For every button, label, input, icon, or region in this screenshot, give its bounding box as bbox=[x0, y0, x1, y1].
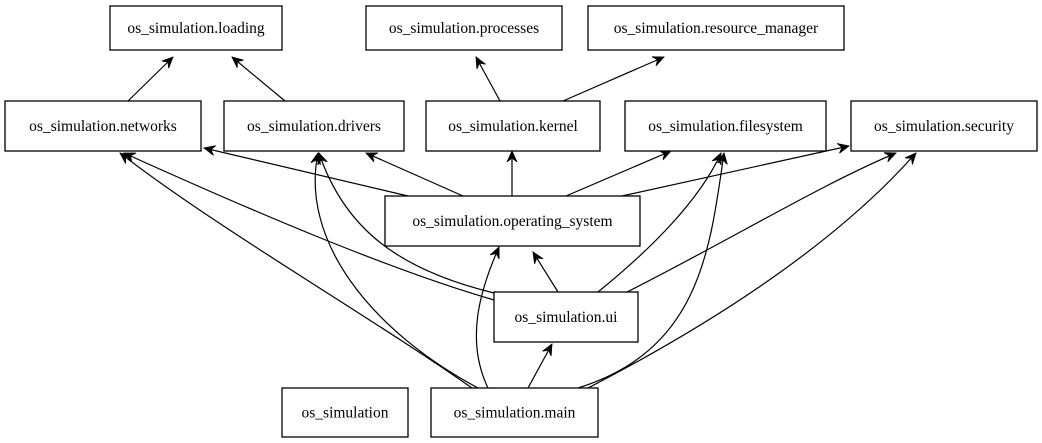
edge-arrow bbox=[319, 153, 495, 294]
node-label: os_simulation.processes bbox=[389, 20, 539, 37]
edge-arrow bbox=[475, 247, 500, 389]
node-box bbox=[493, 291, 639, 343]
edge-kernel-to-resource-manager bbox=[562, 57, 664, 102]
edge-operating-system-to-filesystem bbox=[565, 151, 671, 197]
node-label: os_simulation.filesystem bbox=[648, 118, 803, 135]
node-box bbox=[384, 195, 641, 247]
edges-layer bbox=[120, 57, 916, 389]
edge-ui-to-operating-system bbox=[533, 252, 559, 293]
node-box bbox=[4, 100, 202, 152]
edge-ui-to-drivers bbox=[319, 153, 495, 294]
node-kernel: os_simulation.kernel bbox=[425, 100, 601, 152]
edge-arrow bbox=[587, 153, 916, 389]
edge-arrow bbox=[127, 57, 173, 102]
edge-arrow bbox=[597, 153, 722, 293]
edge-arrow bbox=[577, 153, 724, 389]
edge-arrow bbox=[565, 151, 671, 197]
node-box bbox=[624, 100, 827, 152]
node-filesystem: os_simulation.filesystem bbox=[624, 100, 827, 152]
node-label: os_simulation.kernel bbox=[448, 118, 578, 135]
node-security: os_simulation.security bbox=[850, 100, 1038, 152]
node-box bbox=[425, 100, 601, 152]
node-label: os_simulation bbox=[302, 405, 389, 422]
node-root: os_simulation bbox=[281, 387, 409, 438]
edge-main-to-networks bbox=[120, 153, 473, 389]
edge-arrow bbox=[475, 57, 501, 102]
node-box bbox=[281, 387, 409, 438]
edge-arrow bbox=[366, 152, 464, 197]
node-networks: os_simulation.networks bbox=[4, 100, 202, 152]
node-label: os_simulation.main bbox=[454, 405, 576, 422]
node-box bbox=[587, 5, 845, 51]
edge-arrow bbox=[527, 344, 553, 389]
edge-main-to-operating-system bbox=[475, 247, 500, 389]
node-main: os_simulation.main bbox=[430, 387, 599, 438]
edge-main-to-drivers bbox=[315, 153, 479, 389]
node-box bbox=[223, 100, 405, 152]
node-resource-manager: os_simulation.resource_manager bbox=[587, 5, 845, 51]
node-box bbox=[430, 387, 599, 438]
node-ui: os_simulation.ui bbox=[493, 291, 639, 343]
node-processes: os_simulation.processes bbox=[365, 5, 563, 51]
edge-operating-system-to-drivers bbox=[366, 152, 464, 197]
edge-arrow bbox=[124, 152, 495, 301]
edge-arrow bbox=[533, 252, 559, 293]
edge-ui-to-filesystem bbox=[597, 153, 722, 293]
edge-arrow bbox=[232, 57, 286, 102]
edge-arrow bbox=[120, 153, 473, 389]
node-label: os_simulation.drivers bbox=[247, 118, 381, 135]
edge-arrow bbox=[626, 153, 896, 293]
node-box bbox=[365, 5, 563, 51]
node-loading: os_simulation.loading bbox=[109, 5, 283, 51]
node-label: os_simulation.resource_manager bbox=[614, 20, 819, 37]
edge-arrow bbox=[621, 146, 849, 197]
edge-main-to-ui bbox=[527, 344, 553, 389]
edge-ui-to-networks bbox=[124, 152, 495, 301]
node-label: os_simulation.loading bbox=[127, 20, 265, 37]
node-box bbox=[109, 5, 283, 51]
edge-ui-to-security bbox=[626, 153, 896, 293]
nodes-layer: os_simulation.loading os_simulation.proce… bbox=[4, 5, 1038, 438]
node-drivers: os_simulation.drivers bbox=[223, 100, 405, 152]
edge-operating-system-to-networks bbox=[204, 148, 409, 197]
edge-kernel-to-processes bbox=[475, 57, 501, 102]
edge-drivers-to-loading bbox=[232, 57, 286, 102]
edge-arrow bbox=[204, 148, 409, 197]
node-box bbox=[850, 100, 1038, 152]
edge-arrow bbox=[562, 57, 664, 102]
node-operating-system: os_simulation.operating_system bbox=[384, 195, 641, 247]
edge-main-to-security bbox=[587, 153, 916, 389]
node-label: os_simulation.networks bbox=[29, 118, 177, 135]
edge-arrow bbox=[315, 153, 479, 389]
edge-main-to-filesystem bbox=[577, 153, 724, 389]
edge-operating-system-to-security bbox=[621, 146, 849, 197]
edge-networks-to-loading bbox=[127, 57, 173, 102]
node-label: os_simulation.operating_system bbox=[412, 213, 612, 230]
node-label: os_simulation.ui bbox=[515, 309, 619, 326]
node-label: os_simulation.security bbox=[874, 118, 1014, 135]
